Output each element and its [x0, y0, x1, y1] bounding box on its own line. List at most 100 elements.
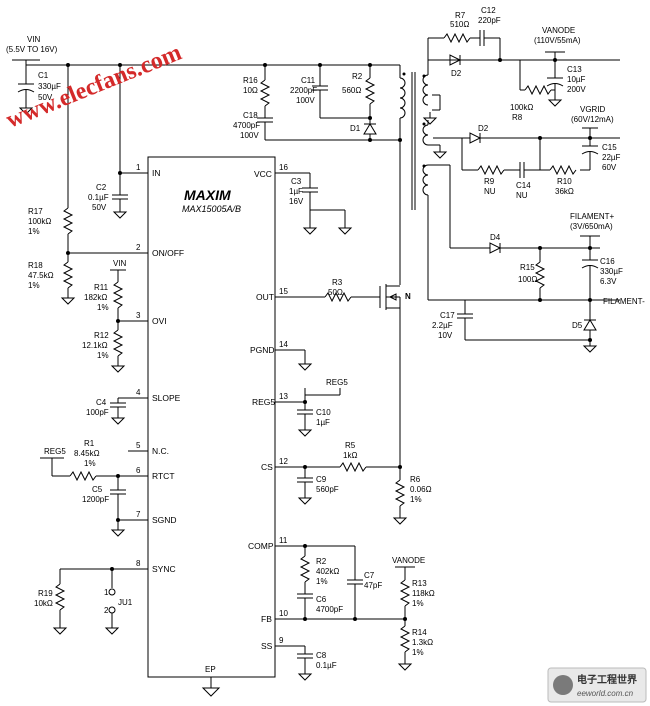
c11-ref: C11 — [301, 76, 316, 85]
r13-ref: R13 — [412, 579, 427, 588]
c16-ref: C16 — [600, 257, 615, 266]
vgrid-label: VGRID — [580, 105, 606, 114]
c15-voltage: 60V — [602, 163, 617, 172]
vanode-out-label: VANODE — [542, 26, 575, 35]
r17-tolerance: 1% — [28, 227, 40, 236]
c7-value: 47pF — [364, 581, 382, 590]
c6-ref: C6 — [316, 595, 327, 604]
r13-value: 118kΩ — [412, 589, 435, 598]
c14-ref: C14 — [516, 181, 531, 190]
pin-5-number: 5 — [136, 441, 141, 450]
filament-plus-rating: (3V/650mA) — [570, 222, 613, 231]
r14-ref: R14 — [412, 628, 427, 637]
c13-value: 10µF — [567, 75, 586, 84]
pin-1-number: 1 — [136, 163, 141, 172]
c7-ref: C7 — [364, 571, 375, 580]
r12-ref: R12 — [94, 331, 109, 340]
pin-13-number: 13 — [279, 392, 288, 401]
pin-12-number: 12 — [279, 457, 288, 466]
r15-ref: R15 — [520, 263, 535, 272]
r12-tolerance: 1% — [97, 351, 109, 360]
pin-6-number: 6 — [136, 466, 141, 475]
ep-label: EP — [205, 665, 216, 674]
ju1-pin1-label: 1 — [104, 588, 109, 597]
ju1-pin2-label: 2 — [104, 606, 109, 615]
r9-value: NU — [484, 187, 496, 196]
reg5-left-label: REG5 — [44, 447, 66, 456]
c17-ref: C17 — [440, 311, 455, 320]
r16-ref: R16 — [243, 76, 258, 85]
pin-15-number: 15 — [279, 287, 288, 296]
ic-body — [147, 156, 276, 678]
pin-14-name: PGND — [250, 345, 275, 355]
r13-tolerance: 1% — [412, 599, 424, 608]
transformer-primary — [399, 77, 406, 119]
eeworld-logo-cn: 电子工程世界 — [577, 673, 637, 686]
c8-value: 0.1µF — [316, 661, 337, 670]
ju1-pin-1 — [108, 588, 116, 596]
filament-plus-label: FILAMENT+ — [570, 212, 615, 221]
c4-value: 100pF — [86, 408, 109, 417]
mosfet-n-label: N — [405, 292, 411, 301]
pin-12-name: CS — [261, 462, 273, 472]
c8-ref: C8 — [316, 651, 327, 660]
c11-voltage: 100V — [296, 96, 315, 105]
pin-16-number: 16 — [279, 163, 288, 172]
c15-value: 22µF — [602, 153, 621, 162]
pin-7-number: 7 — [136, 510, 141, 519]
transformer-secondary-anode — [422, 74, 429, 106]
c17-value: 2.2µF — [432, 321, 453, 330]
c12-value: 220pF — [478, 16, 501, 25]
d1-ref: D1 — [350, 124, 361, 133]
r10-ref: R10 — [557, 177, 572, 186]
r15-value: 100Ω — [518, 275, 537, 284]
transformer-secondary-grid — [422, 124, 429, 146]
eeworld-logo-en: eeworld.com.cn — [577, 689, 634, 698]
pin-3-name: OVI — [152, 316, 167, 326]
vanode-fb-label: VANODE — [392, 556, 425, 565]
pin-10-name: FB — [261, 614, 272, 624]
pin-11-number: 11 — [279, 536, 288, 545]
r9-ref: R9 — [484, 177, 495, 186]
pin-9-name: SS — [261, 641, 273, 651]
pin-1-name: IN — [152, 168, 161, 178]
ju1-ref: JU1 — [118, 598, 133, 607]
pin-10-number: 10 — [279, 609, 288, 618]
c2-value: 0.1µF — [88, 193, 109, 202]
reg5-right-label: REG5 — [326, 378, 348, 387]
c11-value: 2200pF — [290, 86, 317, 95]
ic-logo: MAXIM — [184, 187, 231, 203]
c3-ref: C3 — [291, 177, 302, 186]
r12-value: 12.1kΩ — [82, 341, 108, 350]
r10-value: 36kΩ — [555, 187, 574, 196]
c2-ref: C2 — [96, 183, 107, 192]
c10-ref: C10 — [316, 408, 331, 417]
r14-tolerance: 1% — [412, 648, 424, 657]
pin-2-number: 2 — [136, 243, 141, 252]
r2b-value: 402kΩ — [316, 567, 339, 576]
pin-7-name: SGND — [152, 515, 177, 525]
c17-voltage: 10V — [438, 331, 453, 340]
ic-part-number: MAX15005A/B — [182, 204, 241, 214]
c2-voltage: 50V — [92, 203, 107, 212]
r18-tolerance: 1% — [28, 281, 40, 290]
c14-value: NU — [516, 191, 528, 200]
vgrid-rating: (60V/12mA) — [571, 115, 614, 124]
r7-value: 510Ω — [450, 20, 469, 29]
r17-value: 100kΩ — [28, 217, 51, 226]
c18-value: 4700pF — [233, 121, 260, 130]
pin-8-number: 8 — [136, 559, 141, 568]
vanode-out-rating: (110V/55mA) — [534, 36, 581, 45]
r8-value: 100kΩ — [510, 103, 533, 112]
r11-tolerance: 1% — [97, 303, 109, 312]
c15-ref: C15 — [602, 143, 617, 152]
c4-ref: C4 — [96, 398, 107, 407]
c12-ref: C12 — [481, 6, 496, 15]
d2a-ref: D2 — [451, 69, 462, 78]
pin-16-name: VCC — [254, 169, 272, 179]
pin-5-name: N.C. — [152, 446, 169, 456]
pin-14-number: 14 — [279, 340, 288, 349]
c1-ref: C1 — [38, 71, 49, 80]
c16-value: 330µF — [600, 267, 623, 276]
